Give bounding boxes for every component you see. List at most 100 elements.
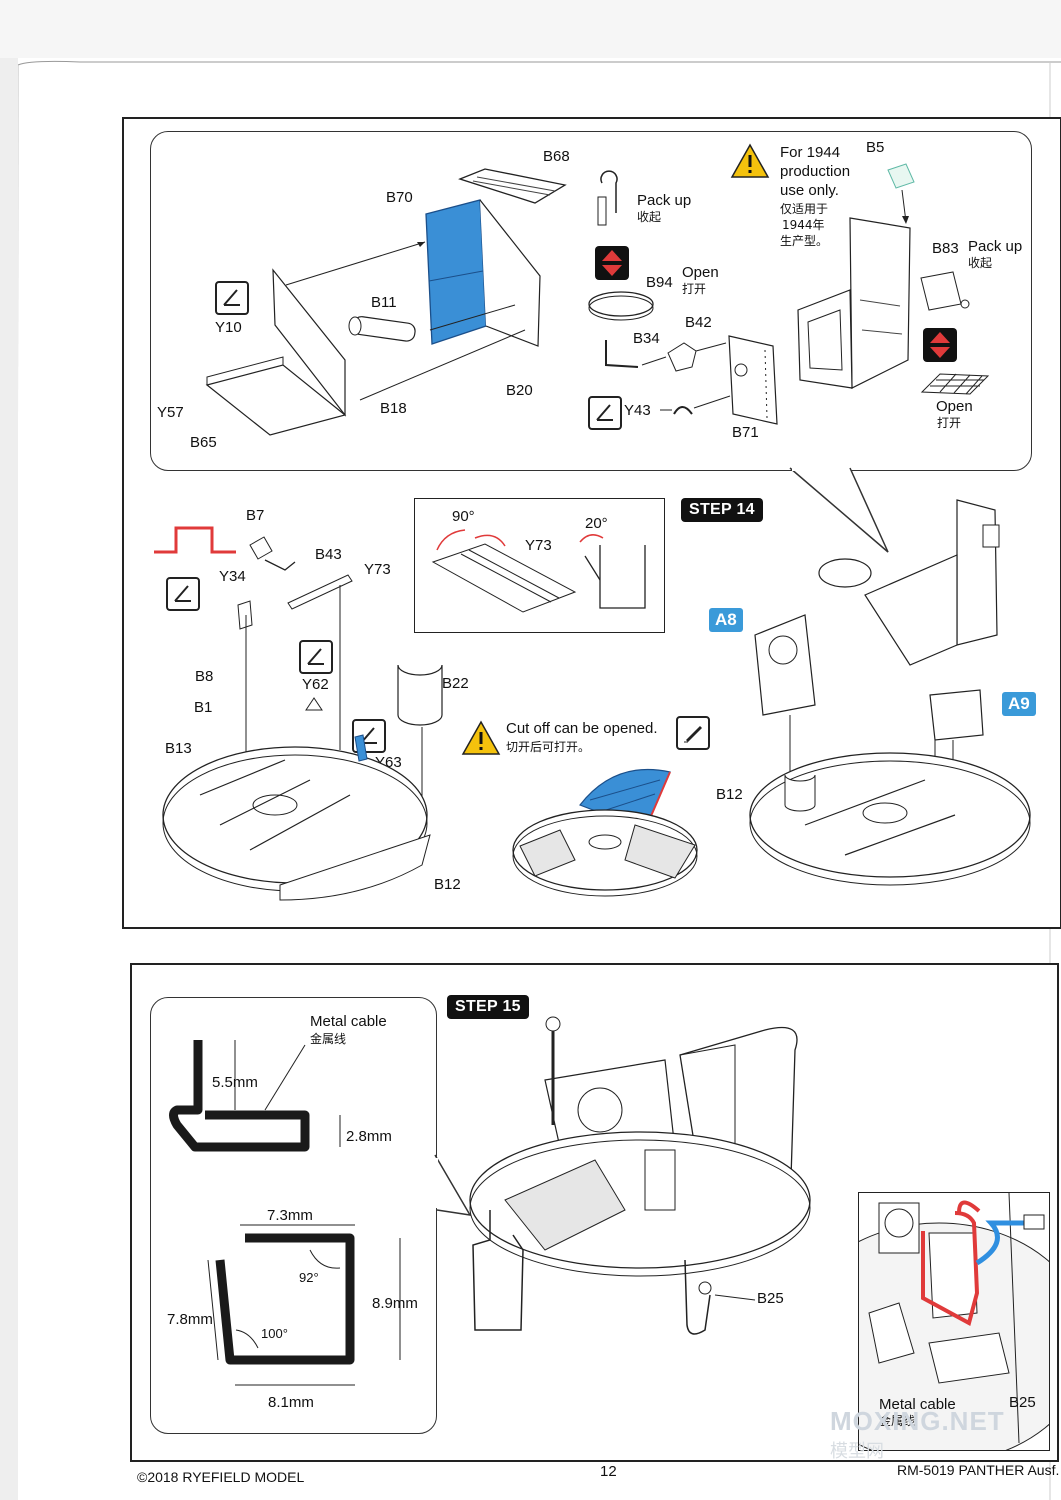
label-y34: Y34 xyxy=(219,568,246,585)
bend-hint-icon xyxy=(215,281,249,315)
turret-floor-left xyxy=(162,536,443,901)
label-b25: B25 xyxy=(757,1290,784,1307)
dim-7-3mm: 7.3mm xyxy=(267,1207,313,1224)
turret-floor-middle xyxy=(512,768,698,897)
open-label-1-cn: 打开 xyxy=(682,282,707,296)
pack-up-label-1-cn: 收起 xyxy=(637,210,662,224)
label-b42: B42 xyxy=(685,314,712,331)
footer-copyright: ©2018 RYEFIELD MODEL xyxy=(137,1469,305,1485)
knife-icon xyxy=(676,716,710,750)
dim-8-1mm: 8.1mm xyxy=(268,1394,314,1411)
watermark-cn: 模型网 xyxy=(830,1441,884,1461)
seat-frame-assembled xyxy=(797,217,911,389)
label-y73: Y73 xyxy=(364,561,391,578)
cut-note: Cut off can be opened. xyxy=(506,720,658,737)
label-b94: B94 xyxy=(646,274,673,291)
note-1944-line-3: use only. xyxy=(780,182,839,199)
note-1944-cn-line-1: 仅适用于 xyxy=(780,202,829,216)
dim-8-9mm: 8.9mm xyxy=(372,1295,418,1312)
detail-label-b25: B25 xyxy=(1009,1394,1036,1411)
footer-page-number: 12 xyxy=(600,1463,617,1480)
warning-icon-cut xyxy=(461,720,501,755)
label-b12-a: B12 xyxy=(434,876,461,893)
label-b12-b: B12 xyxy=(716,786,743,803)
detail-cable-label-cn: 金属线 xyxy=(879,1414,916,1428)
part-b83 xyxy=(920,271,970,311)
blue-seat-panel-b70 xyxy=(425,199,541,347)
bent-wire-red-icon xyxy=(154,526,236,554)
note-1944-line-1: For 1944 xyxy=(780,144,841,161)
pack-up-label-2-cn: 收起 xyxy=(968,256,993,270)
label-b13: B13 xyxy=(165,740,192,757)
label-b8: B8 xyxy=(195,668,214,685)
open-label-2: Open xyxy=(936,398,973,415)
warning-icon-1944 xyxy=(730,143,770,178)
step15-badge: STEP 15 xyxy=(447,995,529,1019)
label-b71: B71 xyxy=(732,424,759,441)
cut-note-cn: 切开后可打开。 xyxy=(506,740,591,754)
bend-diagram xyxy=(431,529,646,613)
open-label-1: Open xyxy=(682,264,719,281)
bend-hint-icon-2 xyxy=(588,396,622,430)
dim-5-5mm: 5.5mm xyxy=(212,1074,258,1091)
pack-up-handle-icon xyxy=(597,170,618,226)
turret-floor-step15 xyxy=(469,1016,811,1335)
bend-part-y73: Y73 xyxy=(525,537,552,554)
label-b20: B20 xyxy=(506,382,533,399)
hatch-lid-b94 xyxy=(588,291,654,321)
label-b70: B70 xyxy=(386,189,413,206)
pack-up-label-1: Pack up xyxy=(637,192,692,209)
part-b5 xyxy=(887,163,915,224)
callout-pointer xyxy=(789,467,889,553)
label-y10: Y10 xyxy=(215,319,242,336)
base-frame-b65 xyxy=(205,268,347,436)
cable-shape-2 xyxy=(207,1224,401,1386)
label-b68: B68 xyxy=(543,148,570,165)
hinge-parts-b34-b42 xyxy=(605,340,727,372)
assembly-badge-a9: A9 xyxy=(1002,692,1036,716)
label-y62: Y62 xyxy=(302,676,329,693)
dim-2-8mm: 2.8mm xyxy=(346,1128,392,1145)
detail-inset: Metal cable 金属线 B25 xyxy=(858,1192,1050,1451)
label-b11: B11 xyxy=(371,294,397,311)
label-b34: B34 xyxy=(633,330,660,347)
label-b1: B1 xyxy=(194,699,213,716)
label-b83: B83 xyxy=(932,240,959,257)
assembly-badge-a8: A8 xyxy=(709,608,743,632)
watermark-text: MOXING.NET xyxy=(830,1406,1005,1436)
side-plate-b71 xyxy=(728,335,778,425)
label-y43: Y43 xyxy=(624,402,651,419)
label-b65: B65 xyxy=(190,434,217,451)
open-close-arrow-icon-1 xyxy=(595,246,629,280)
dim-7-8mm: 7.8mm xyxy=(167,1311,213,1328)
note-1944-line-2: production xyxy=(780,163,851,180)
mesh-grid-part xyxy=(920,373,990,395)
step14-badge: STEP 14 xyxy=(681,498,763,522)
seat-back-plate-b68 xyxy=(458,168,567,204)
open-label-2-cn: 打开 xyxy=(937,416,962,430)
detail-inset-drawing xyxy=(859,1193,1049,1450)
angle-100: 100° xyxy=(261,1326,288,1341)
bend-hint-icon-4 xyxy=(299,640,333,674)
label-b43: B43 xyxy=(315,546,342,563)
bend-hint-icon-3 xyxy=(166,577,200,611)
label-b18: B18 xyxy=(380,400,407,417)
assembly-arrows-top xyxy=(285,241,526,401)
label-b7: B7 xyxy=(246,507,265,524)
bubble-pointer-15 xyxy=(434,1154,472,1216)
detail-cable-label: Metal cable xyxy=(879,1396,956,1413)
cable-label: Metal cable xyxy=(310,1013,387,1030)
label-y57: Y57 xyxy=(157,404,184,421)
turret-floor-assembled xyxy=(749,499,1031,886)
note-1944-cn-line-2: 1944年 xyxy=(782,218,825,232)
note-1944-cn-line-3: 生产型。 xyxy=(780,234,829,248)
bend-angle-2: 20° xyxy=(585,515,608,532)
cable-label-cn: 金属线 xyxy=(310,1032,347,1046)
bend-angle-1: 90° xyxy=(452,508,475,525)
open-close-arrow-icon-2 xyxy=(923,328,957,362)
cable-shape-1 xyxy=(169,1040,341,1152)
bracket-y43 xyxy=(660,395,731,415)
roller-b11 xyxy=(348,316,416,342)
angle-92: 92° xyxy=(299,1270,319,1285)
